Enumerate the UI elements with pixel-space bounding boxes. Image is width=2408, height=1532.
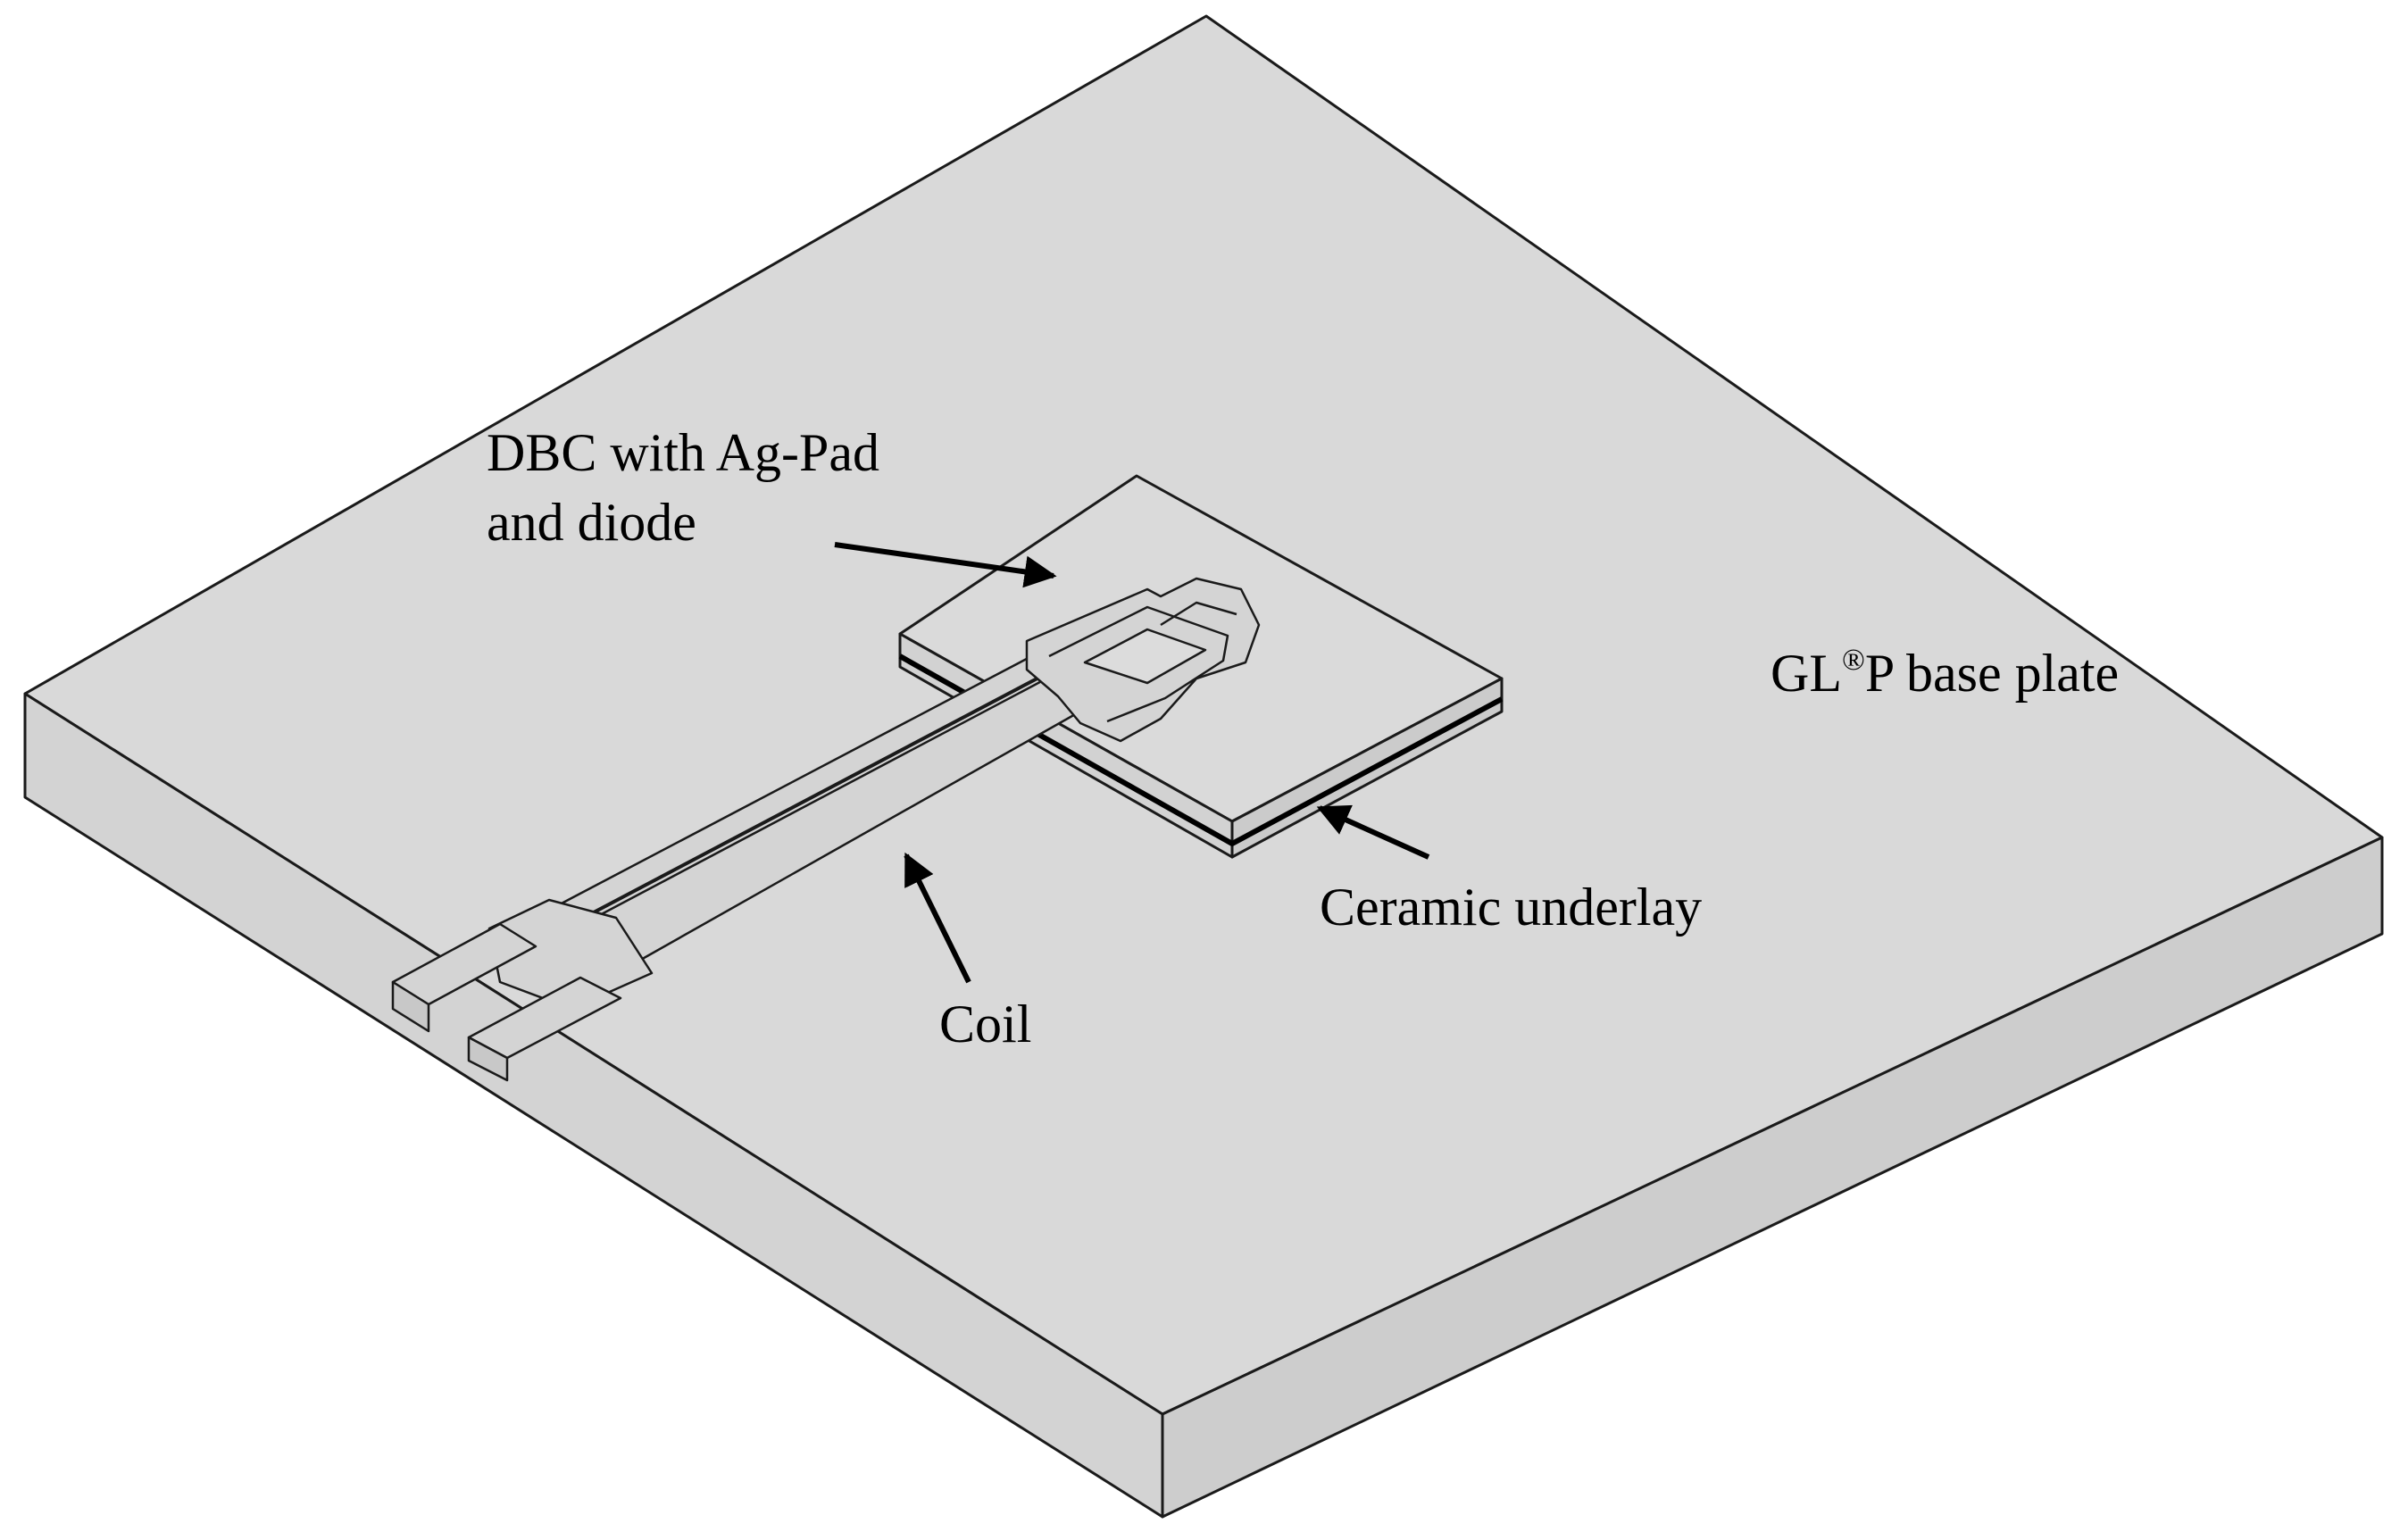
- label-coil: Coil: [939, 995, 1032, 1053]
- arrow-coil: [904, 852, 971, 984]
- arrows: [834, 542, 1430, 984]
- coil-terminal-right-front: [467, 1036, 509, 1082]
- coil-loop-detail: [1048, 605, 1229, 723]
- label-dbc-line1: DBC with Ag-Pad: [487, 423, 880, 482]
- coil-loop-inner: [1083, 628, 1207, 685]
- coil-flare: [487, 898, 654, 1011]
- base-plate-front-right-face: [1161, 836, 2384, 1519]
- label-dbc: DBC with Ag-Pad and diode: [487, 418, 879, 557]
- label-dbc-line2: and diode: [487, 493, 696, 552]
- coil-terminal-left-front: [391, 980, 430, 1033]
- label-base-registered: ®: [1841, 644, 1865, 677]
- coil: [391, 577, 1261, 1082]
- label-base-suffix: P base plate: [1864, 644, 2120, 703]
- label-base-plate: GL®P base plate: [1771, 638, 2119, 708]
- coil-loop-detail-2: [1160, 601, 1237, 627]
- arrow-dbc: [834, 542, 1057, 588]
- arrow-ceramic: [1316, 804, 1430, 860]
- coil-strip-groove: [542, 663, 1063, 941]
- label-base-prefix: GL: [1771, 644, 1842, 703]
- label-ceramic-underlay: Ceramic underlay: [1320, 878, 1703, 937]
